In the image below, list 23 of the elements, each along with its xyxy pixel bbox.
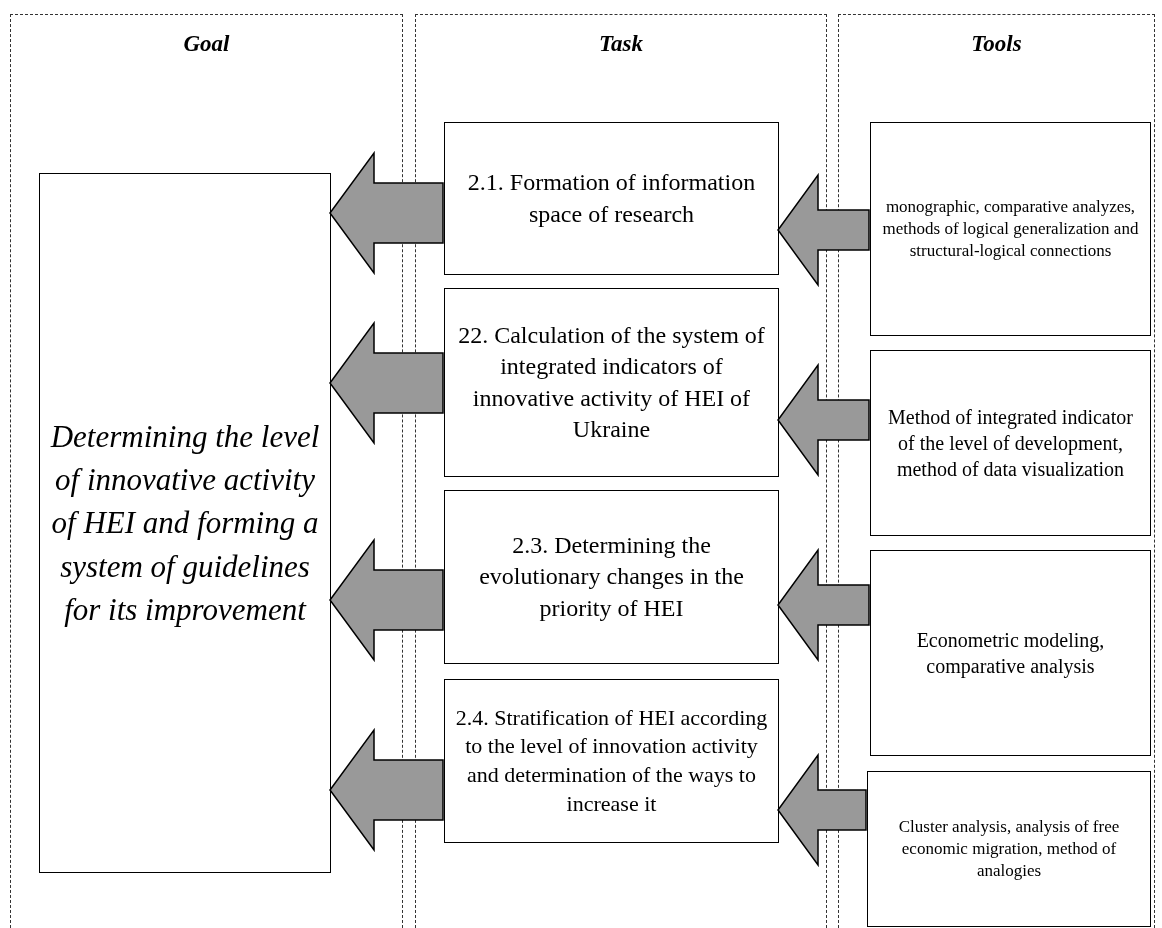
dashed-column — [10, 14, 403, 928]
text-box: 2.3. Determining the evolutionary changes in the priority of HEI — [444, 490, 779, 664]
dashed-column — [838, 14, 1155, 928]
block-arrow — [777, 547, 870, 663]
text-box: Determining the level of innovative activity of HEI and forming a system of guidelines for its improvement — [39, 173, 331, 873]
text-box: Method of integrated indicator of the level of development, method of data visualization — [870, 350, 1151, 536]
text-box: Econometric modeling, comparative analysis — [870, 550, 1151, 756]
block-arrow — [329, 537, 444, 663]
text-box: monographic, comparative analyzes, methods of logical generalization and structural-logical connections — [870, 122, 1151, 336]
text-box: 2.1. Formation of information space of research — [444, 122, 779, 275]
column-heading: Goal — [182, 31, 231, 57]
block-arrow — [329, 320, 444, 446]
column-heading: Task — [598, 31, 644, 57]
text-box: Cluster analysis, analysis of free economic migration, method of analogies — [867, 771, 1151, 927]
block-arrow — [329, 727, 444, 853]
block-arrow — [777, 752, 867, 868]
column-heading: Tools — [970, 31, 1023, 57]
block-arrow — [777, 362, 870, 478]
dashed-column — [415, 14, 827, 928]
text-box: 22. Calculation of the system of integrated indicators of innovative activity of HEI of Ukraine — [444, 288, 779, 477]
block-arrow — [777, 172, 870, 288]
text-box: 2.4. Stratification of HEI according to the level of innovation activity and determination of the ways to increase it — [444, 679, 779, 843]
block-arrow — [329, 150, 444, 276]
